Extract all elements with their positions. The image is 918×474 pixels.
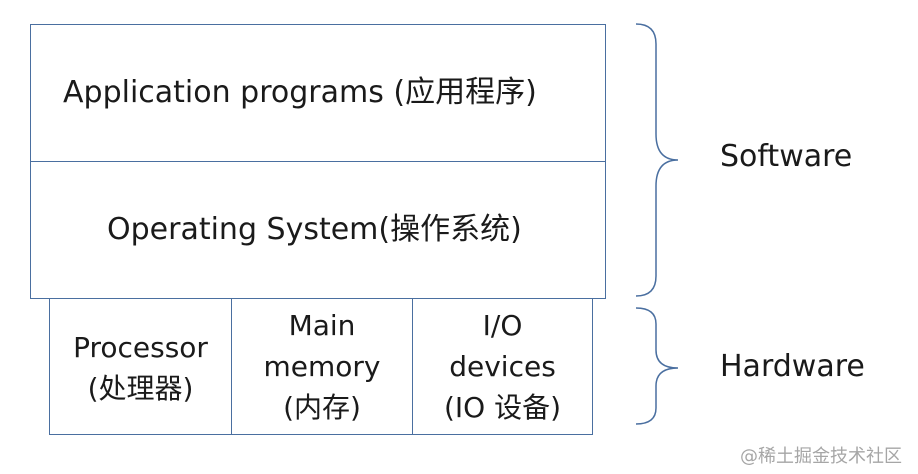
watermark: @稀土掘金技术社区 bbox=[740, 446, 902, 467]
io-devices-box: I/O devices (IO 设备) bbox=[412, 298, 593, 435]
processor-label-line-2: (处理器) bbox=[87, 372, 194, 405]
application-programs-label: Application programs (应用程序) bbox=[63, 75, 537, 110]
operating-system-label: Operating System(操作系统) bbox=[107, 212, 522, 247]
hardware-brace bbox=[635, 307, 679, 425]
main-memory-label: Main memory (内存) bbox=[232, 305, 412, 428]
io-devices-label: I/O devices (IO 设备) bbox=[413, 305, 592, 428]
main-memory-label-line-2: memory bbox=[263, 350, 381, 383]
operating-system-box: Operating System(操作系统) bbox=[30, 161, 606, 299]
processor-label-line-1: Processor bbox=[73, 331, 208, 364]
software-brace bbox=[635, 23, 679, 297]
software-label: Software bbox=[720, 139, 853, 174]
io-devices-label-line-2: devices bbox=[449, 350, 556, 383]
io-devices-label-line-3: (IO 设备) bbox=[443, 391, 562, 424]
processor-label: Processor (处理器) bbox=[50, 327, 231, 409]
main-memory-box: Main memory (内存) bbox=[231, 298, 413, 435]
main-memory-label-line-1: Main bbox=[288, 309, 356, 342]
processor-box: Processor (处理器) bbox=[49, 298, 232, 435]
hardware-label: Hardware bbox=[720, 349, 865, 384]
main-memory-label-line-3: (内存) bbox=[283, 391, 361, 424]
application-programs-box: Application programs (应用程序) bbox=[30, 24, 606, 162]
io-devices-label-line-1: I/O bbox=[482, 309, 523, 342]
